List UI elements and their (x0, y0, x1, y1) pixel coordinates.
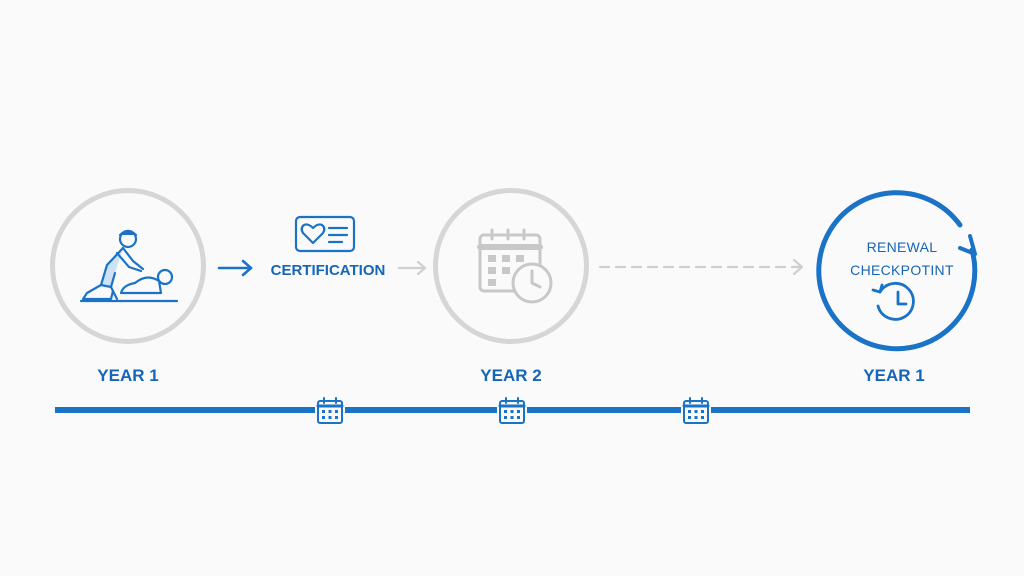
renewal-line-2: CHECKPOTINT (850, 262, 954, 278)
calendar-icon (497, 396, 527, 426)
calendar-icon (315, 396, 345, 426)
stage-2-year-label: YEAR 2 (480, 366, 542, 385)
certificate-card-icon (294, 215, 356, 253)
renewal-checkpoint-circle (812, 180, 984, 352)
arrow-right-icon (216, 258, 256, 278)
arrow-right-gray-icon (396, 258, 430, 278)
renewal-line-1: RENEWAL (866, 239, 938, 255)
cpr-stage-circle (50, 188, 206, 344)
certification-label: CERTIFICATION (270, 262, 386, 279)
cpr-person-icon (77, 221, 183, 309)
calendar-clock-icon (476, 227, 556, 307)
renewal-clock-icon (870, 280, 920, 324)
stage-1-year-label: YEAR 1 (97, 366, 159, 385)
dashed-arrow-icon (598, 256, 808, 278)
stage-3-year-label: YEAR 1 (863, 366, 925, 385)
calendar-icon (681, 396, 711, 426)
year-2-stage-circle (433, 188, 589, 344)
